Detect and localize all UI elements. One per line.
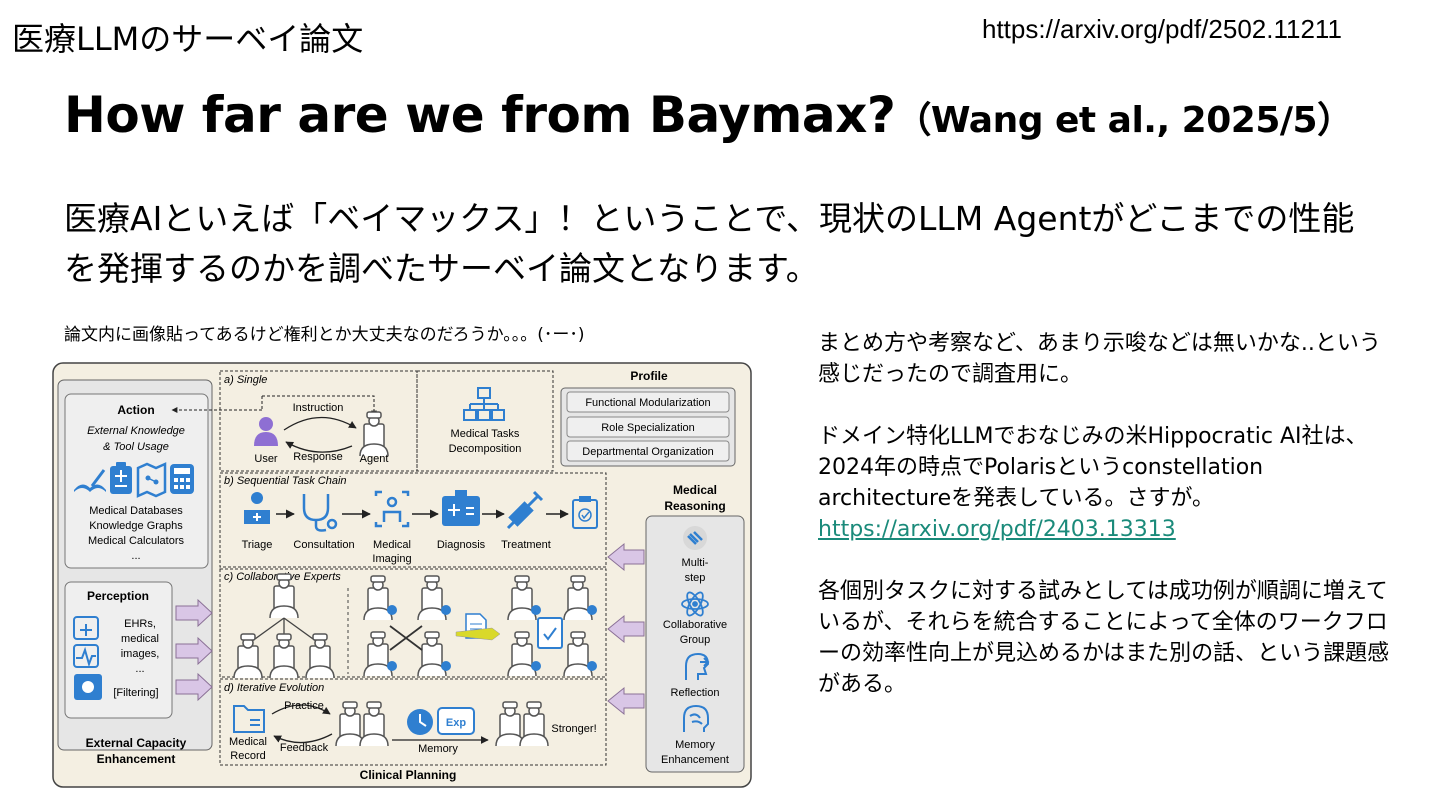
title-main: How far are we from Baymax? (64, 86, 896, 144)
source-url[interactable]: https://arxiv.org/pdf/2502.11211 (982, 14, 1342, 44)
user-label: User (254, 453, 278, 465)
figure-note: 論文内に画像貼ってあるけど権利とか大丈夫なのだろうか。。。(･ー･) (64, 325, 585, 345)
reasoning-item-memory: Memory (675, 739, 715, 751)
step-medical: Medical (373, 539, 411, 551)
note-paragraph-2-text: ドメイン特化LLMでおなじみの米Hippocratic AI社は、2024年の時… (818, 424, 1368, 511)
reasoning-item-collaborative: Collaborative (663, 619, 727, 631)
record-line-2: Record (230, 750, 265, 762)
decomposition-line-2: Decomposition (449, 443, 522, 455)
profile-item-role: Role Specialization (601, 422, 695, 434)
perception-item-ehrs: EHRs, (124, 618, 156, 630)
scan-image-icon (74, 674, 102, 700)
action-item-graphs: Knowledge Graphs (89, 520, 183, 532)
profile-title: Profile (630, 369, 668, 383)
record-line-1: Medical (229, 736, 267, 748)
stethoscope-icon (302, 494, 338, 532)
reasoning-item-group: Group (680, 634, 711, 646)
action-subtitle-1: External Knowledge (87, 425, 185, 437)
agent-label: Agent (360, 453, 389, 465)
profile-item-departmental: Departmental Organization (582, 446, 713, 458)
perception-item-medical: medical (121, 633, 159, 645)
user-icon (254, 417, 278, 446)
reasoning-item-enhancement: Enhancement (661, 754, 729, 766)
memory-label: Memory (418, 743, 458, 755)
consensus-checklist-icon (537, 617, 563, 649)
note-paragraph-2: ドメイン特化LLMでおなじみの米Hippocratic AI社は、2024年の時… (818, 421, 1398, 545)
single-label: a) Single (224, 374, 267, 386)
medical-reasoning-panel: Medical Reasoning Multi- step Collaborat… (645, 483, 745, 773)
notes-panel: まとめ方や考察など、あまり示唆などは無いかな..という感じだったので調査用に。 … (818, 328, 1398, 731)
note-paragraph-3: 各個別タスクに対する試みとしては成功例が順調に増えているが、それらを統合すること… (818, 579, 1390, 697)
header-label: 医療LLMのサーベイ論文 (12, 20, 364, 58)
diagnosis-icon (442, 490, 480, 526)
ehr-icon (73, 616, 99, 640)
decomposition-line-1: Medical Tasks (451, 428, 520, 440)
reasoning-title-2: Reasoning (664, 499, 725, 513)
sequential-chain-panel: b) Sequential Task Chain Triage Consulta… (224, 475, 598, 565)
perception-item-more: ... (135, 663, 144, 675)
clipboard-icon (110, 462, 132, 494)
reasoning-item-reflection: Reflection (671, 687, 720, 699)
step-triage: Triage (242, 539, 273, 551)
action-subtitle-2: & Tool Usage (103, 441, 169, 453)
profile-panel: Profile Functional Modularization Role S… (560, 369, 736, 467)
response-label: Response (293, 451, 343, 463)
instruction-label: Instruction (293, 402, 344, 414)
experience-icon: Exp (437, 707, 475, 735)
action-box: Action External Knowledge & Tool Usage M… (64, 393, 209, 569)
perception-title: Perception (87, 589, 149, 603)
map-icon (136, 462, 167, 498)
reasoning-arrows (607, 542, 645, 716)
step-consultation: Consultation (293, 539, 354, 551)
lead-text: 医療AIといえば「ベイマックス」！ということで、現状のLLM Agentがどこま… (64, 199, 1355, 288)
clinical-planning-caption: Clinical Planning (360, 768, 457, 782)
slide-title: How far are we from Baymax?（Wang et al.,… (64, 86, 1353, 144)
action-item-calculators: Medical Calculators (88, 535, 184, 547)
calculator-icon (170, 464, 194, 494)
perception-box: Perception EHRs, medical images, ... [Fi… (64, 581, 173, 719)
checklist-icon (572, 496, 598, 529)
reflection-icon (685, 652, 710, 680)
task-decomposition: Medical Tasks Decomposition (449, 387, 522, 455)
perception-filtering: [Filtering] (113, 687, 158, 699)
exp-label: Exp (446, 717, 466, 729)
step-diagnosis: Diagnosis (437, 539, 486, 551)
perception-item-images: images, (121, 648, 160, 660)
syringe-icon (506, 490, 544, 530)
reasoning-title-1: Medical (673, 483, 717, 497)
external-capacity-caption-2: Enhancement (97, 752, 176, 766)
reasoning-item-step: step (685, 572, 706, 584)
step-imaging: Imaging (372, 553, 411, 565)
stronger-label: Stronger! (551, 723, 596, 735)
practice-label: Practice (284, 700, 324, 712)
waveform-icon (73, 644, 99, 668)
imaging-icon (374, 490, 410, 528)
iterative-label: d) Iterative Evolution (224, 682, 324, 694)
link-icon (683, 526, 707, 550)
reasoning-item-multi: Multi- (682, 557, 709, 569)
hierarchy-icon (463, 387, 505, 421)
atom-icon (681, 591, 709, 617)
step-treatment: Treatment (501, 539, 551, 551)
sequential-label: b) Sequential Task Chain (224, 475, 347, 487)
external-capacity-caption-1: External Capacity (86, 736, 187, 750)
profile-item-functional: Functional Modularization (585, 397, 710, 409)
iterative-evolution-panel: d) Iterative Evolution Medical Record Pr… (224, 682, 597, 762)
action-item-more: ... (131, 550, 140, 562)
triage-icon (244, 492, 270, 524)
feedback-label: Feedback (280, 742, 329, 754)
action-item-databases: Medical Databases (89, 505, 183, 517)
book-icon (74, 469, 106, 492)
clock-icon (407, 709, 433, 735)
polaris-paper-link[interactable]: https://arxiv.org/pdf/2403.13313 (818, 517, 1176, 542)
perception-arrows (175, 598, 213, 702)
brain-icon (683, 704, 709, 732)
note-paragraph-1: まとめ方や考察など、あまり示唆などは無いかな..という感じだったので調査用に。 (818, 331, 1381, 387)
medical-record-icon (233, 705, 265, 733)
title-citation: （Wang et al., 2025/5） (895, 100, 1353, 141)
action-title: Action (117, 403, 154, 417)
paper-figure: Action External Knowledge & Tool Usage M… (52, 362, 752, 788)
single-agent-panel: a) Single Instruction Response User Agen… (171, 374, 389, 465)
collaborative-experts-panel: c) Collaborative Experts (224, 571, 597, 679)
